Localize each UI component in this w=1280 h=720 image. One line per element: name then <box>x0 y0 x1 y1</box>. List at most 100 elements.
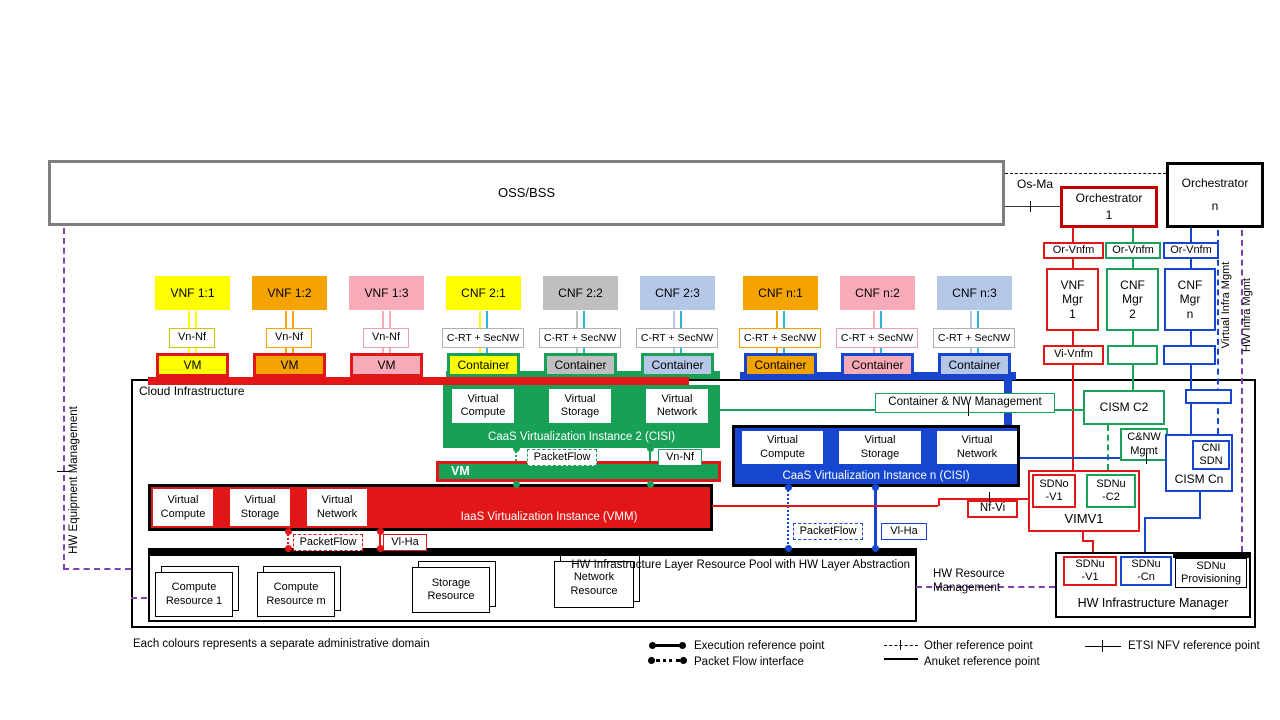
nf-host-box: Container <box>841 353 914 377</box>
hw-resource-mgmt-dashed-line <box>916 586 1055 588</box>
sdnu-cn-box: SDNu -Cn <box>1120 556 1172 586</box>
vim-sdnu-elbow <box>1092 540 1094 556</box>
sdno-v1-box: SDNo -V1 <box>1032 474 1076 508</box>
nf-host-box: Container <box>447 353 520 377</box>
hw-equipment-mgmt-dashed-line <box>63 568 131 570</box>
legend-packetflow-symbol <box>656 659 680 662</box>
nf-box-1: VNF 1:1 <box>155 276 230 310</box>
anuket-blue-line <box>1020 457 1165 459</box>
cnf-mgr-n-box: CNF Mgr n <box>1164 268 1216 331</box>
legend-other-symbol <box>884 645 918 646</box>
orchestrator-n-box: Orchestrator n <box>1166 162 1264 228</box>
nf-ref-point-label: C-RT + SecNW <box>933 328 1015 348</box>
etsi-tick-icon <box>1102 640 1103 652</box>
legend-label: Other reference point <box>924 639 1033 652</box>
packetflow-label: PacketFlow <box>527 449 597 466</box>
packetflow-label: PacketFlow <box>293 534 363 551</box>
flow-endpoint-dot <box>284 544 292 552</box>
caasn-virtual-box: Virtual Storage <box>839 431 921 464</box>
vim-sdnu-elbow <box>1082 540 1094 542</box>
caasn-title: CaaS Virtualization Instance n (CISI) <box>782 469 970 482</box>
nf-ref-point-label: C-RT + SecNW <box>636 328 718 348</box>
vnf-mgr-1-box: VNF Mgr 1 <box>1046 268 1099 331</box>
resource-box: Storage Resource <box>412 567 490 613</box>
cloud-infrastructure-label: Cloud Infrastructure <box>139 384 245 398</box>
etsi-tick-icon <box>1030 201 1031 212</box>
or-vnfm-label: Or-Vnfm <box>1043 242 1104 259</box>
flow-endpoint-dot <box>376 544 384 552</box>
flow-endpoint-dot <box>646 444 654 452</box>
flow-endpoint-dot <box>871 544 879 552</box>
legend-label: ETSI NFV reference point <box>1128 639 1260 652</box>
nf-ref-point-label: Vn-Nf <box>363 328 409 348</box>
legend-anuket-symbol <box>884 658 918 660</box>
iaas-virtual-box: Virtual Network <box>307 489 367 526</box>
hw-pool-title: HW Infrastructure Layer Resource Pool wi… <box>571 559 910 572</box>
caas2-virtual-box: Virtual Storage <box>549 389 611 423</box>
hw-resource-mgmt-label: HW Resource Management <box>933 567 1005 594</box>
nf-box-3: VNF 1:3 <box>349 276 424 310</box>
nf-ref-point-label: C-RT + SecNW <box>836 328 918 348</box>
cism-sdnu-elbow <box>1144 517 1201 519</box>
nf-host-box: Container <box>544 353 617 377</box>
iaas-title: IaaS Virtualization Instance (VMM) <box>460 510 638 523</box>
nf-host-box: VM <box>350 353 423 377</box>
flow-endpoint-dot <box>647 656 655 664</box>
legend-label: Packet Flow interface <box>694 655 804 668</box>
caas2-virtual-box: Virtual Network <box>646 389 708 423</box>
footnote: Each colours represents a separate admin… <box>133 637 430 650</box>
cism-c2-box: CISM C2 <box>1083 390 1165 425</box>
nf-host-box: VM <box>253 353 326 377</box>
legend-etsi-symbol <box>1085 646 1121 647</box>
iaas-virtual-box: Virtual Compute <box>153 489 213 526</box>
flow-endpoint-dot <box>284 527 292 535</box>
oss-orchn-dashed-line <box>1005 173 1166 174</box>
caasn-virtual-box: Virtual Compute <box>742 431 823 464</box>
legend-execution-symbol <box>652 644 682 647</box>
or-vnfm-label: Or-Vnfm <box>1105 242 1161 259</box>
vim-sdnu-elbow <box>1082 532 1084 541</box>
hw-equipment-mgmt-dashed-line <box>63 228 65 570</box>
hw-infra-mgmt-dashed-line <box>1241 230 1243 552</box>
nf-box-4: CNF 2:1 <box>446 276 521 310</box>
cism-c2-dashed-line <box>1107 425 1109 470</box>
nf-box-7: CNF n:1 <box>743 276 818 310</box>
flow-endpoint-dot <box>648 642 656 649</box>
nf-vi-line <box>712 505 938 507</box>
nf-box-2: VNF 1:2 <box>252 276 327 310</box>
sdnu-provisioning-box: SDNu Provisioning <box>1175 558 1247 588</box>
flow-endpoint-dot <box>512 444 520 452</box>
etsi-tick-icon <box>57 471 70 472</box>
caasn-vlha-line <box>874 487 877 548</box>
vnfm-blue-line <box>1190 228 1192 434</box>
container-nw-mgmt-label: Container & NW Management <box>875 393 1055 413</box>
iaas-strip <box>148 377 689 385</box>
sdnu-c2-box: SDNu -C2 <box>1086 474 1136 508</box>
vi-vnfm-empty-box <box>1107 345 1158 365</box>
cnw-mgmt-box: C&NW Mgmt <box>1120 428 1168 461</box>
resource-box: Compute Resource m <box>257 572 335 617</box>
etsi-tick-icon <box>968 404 969 416</box>
legend-label: Execution reference point <box>694 639 825 652</box>
packetflow-label: PacketFlow <box>793 523 863 540</box>
etsi-tick-icon <box>989 492 990 502</box>
nf-ref-point-label: C-RT + SecNW <box>539 328 621 348</box>
hw-infra-manager-label: HW Infrastructure Manager <box>1077 596 1229 611</box>
cism-cn-label: CISM Cn <box>1174 471 1224 486</box>
hw-infra-mgmt-label: HW Infra Mgmt <box>1241 278 1254 352</box>
iaas-virtual-box: Virtual Storage <box>230 489 290 526</box>
oss-bss-box: OSS/BSS <box>48 160 1005 226</box>
etsi-tick-icon <box>1146 452 1147 464</box>
vn-nf-label: Vn-Nf <box>658 449 702 466</box>
nf-vi-line <box>938 498 940 506</box>
resource-box: Compute Resource 1 <box>155 572 233 617</box>
flow-endpoint-dot <box>871 483 879 491</box>
cnf-mgr-2-box: CNF Mgr 2 <box>1106 268 1159 331</box>
vi-vnfm-label: Vi-Vnfm <box>1043 345 1104 365</box>
nf-host-box: Container <box>938 353 1011 377</box>
caas2-virtual-box: Virtual Compute <box>452 389 514 423</box>
nf-ref-point-label: C-RT + SecNW <box>442 328 524 348</box>
hw-equipment-mgmt-label: HW Equipment Management <box>67 406 80 554</box>
cni-sdn-box: CNI SDN <box>1192 440 1230 470</box>
flow-endpoint-dot <box>784 544 792 552</box>
